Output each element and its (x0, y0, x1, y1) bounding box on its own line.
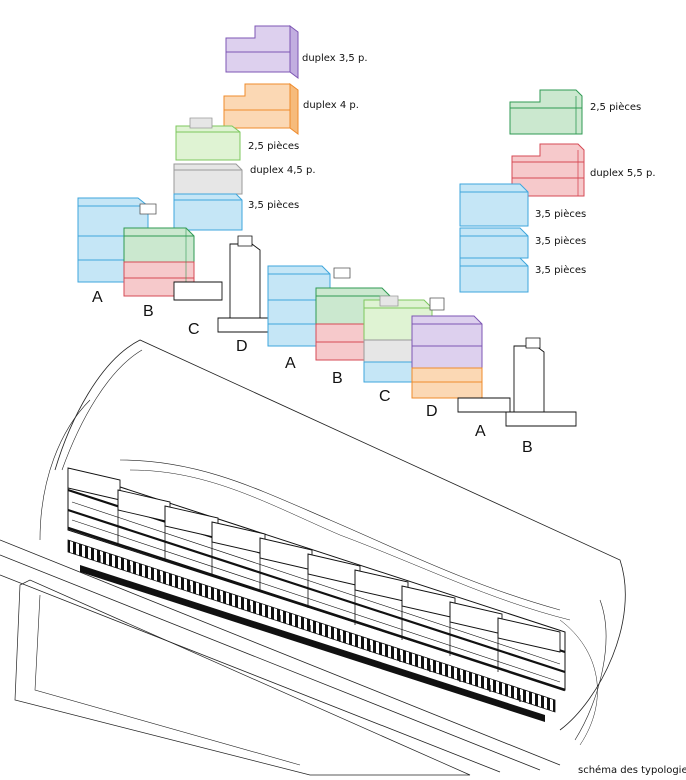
letter-b1: B (143, 303, 154, 320)
label-3-5-r2: 3,5 pièces (535, 235, 586, 247)
block-d2 (411, 297, 483, 399)
site-plan (0, 339, 626, 776)
unit-3-5-r1 (459, 183, 529, 227)
letter-a3: A (475, 423, 486, 440)
caption: schéma des typologies (578, 764, 686, 776)
unit-duplex-3-5 (225, 25, 299, 79)
block-b3 (505, 337, 577, 427)
letter-a1: A (92, 289, 103, 306)
unit-2-5-right (509, 89, 583, 135)
label-duplex-4-5: duplex 4,5 p. (250, 165, 316, 176)
label-3-5-r3: 3,5 pièces (535, 264, 586, 276)
letter-b3: B (522, 439, 533, 456)
label-2-5-right: 2,5 pièces (590, 101, 641, 113)
letter-b2: B (332, 370, 343, 387)
unit-3-5-r2 (459, 227, 529, 259)
letter-c2: C (379, 388, 391, 405)
label-2-5-left: 2,5 pièces (248, 140, 299, 152)
unit-2-5-left (175, 117, 241, 161)
letter-d2: D (426, 403, 438, 420)
label-3-5-left: 3,5 pièces (248, 199, 299, 211)
label-duplex-4: duplex 4 p. (303, 100, 359, 111)
unit-duplex-4-5 (173, 163, 243, 195)
unit-3-5-r3 (459, 257, 529, 293)
letter-a2: A (285, 355, 296, 372)
unit-duplex-5-5 (511, 143, 585, 197)
unit-3-5-left (173, 193, 243, 231)
housing-block-axonometric (67, 467, 566, 722)
block-a3 (457, 397, 511, 413)
letter-d1: D (236, 338, 248, 355)
label-duplex-3-5: duplex 3,5 p. (302, 53, 368, 64)
letter-c1: C (188, 321, 200, 338)
label-3-5-r1: 3,5 pièces (535, 208, 586, 220)
block-c1 (173, 281, 223, 301)
unit-duplex-4 (223, 83, 299, 135)
label-duplex-5-5: duplex 5,5 p. (590, 168, 656, 179)
block-d1 (217, 235, 273, 333)
